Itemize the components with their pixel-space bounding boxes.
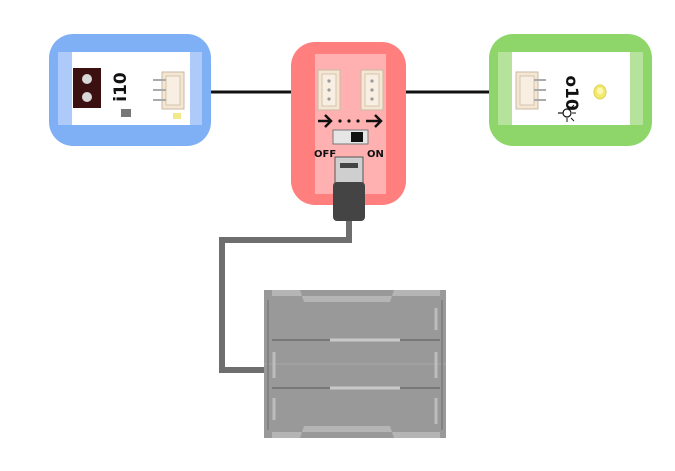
arrow-icon <box>318 114 383 128</box>
power-connector-left <box>317 69 341 111</box>
power-connector-right <box>360 69 384 111</box>
led-icon <box>593 84 607 100</box>
battery-holder <box>264 290 446 438</box>
switch-on-label: ON <box>367 149 384 160</box>
light-sensor-icon <box>73 68 101 108</box>
output-connector <box>515 71 546 110</box>
usb-plug-icon <box>333 156 365 221</box>
switch-icon[interactable] <box>332 129 369 145</box>
switch-off-label: OFF <box>314 149 336 160</box>
input-module-label: i10 <box>111 72 131 102</box>
input-led <box>173 113 181 119</box>
output-module[interactable]: o10 <box>489 34 652 146</box>
input-connector <box>153 71 185 110</box>
input-button <box>121 109 131 117</box>
usb-cable <box>219 220 352 373</box>
input-module[interactable]: i10 <box>49 34 211 146</box>
lightbulb-icon <box>558 104 576 122</box>
output-module-label: o10 <box>561 75 581 111</box>
